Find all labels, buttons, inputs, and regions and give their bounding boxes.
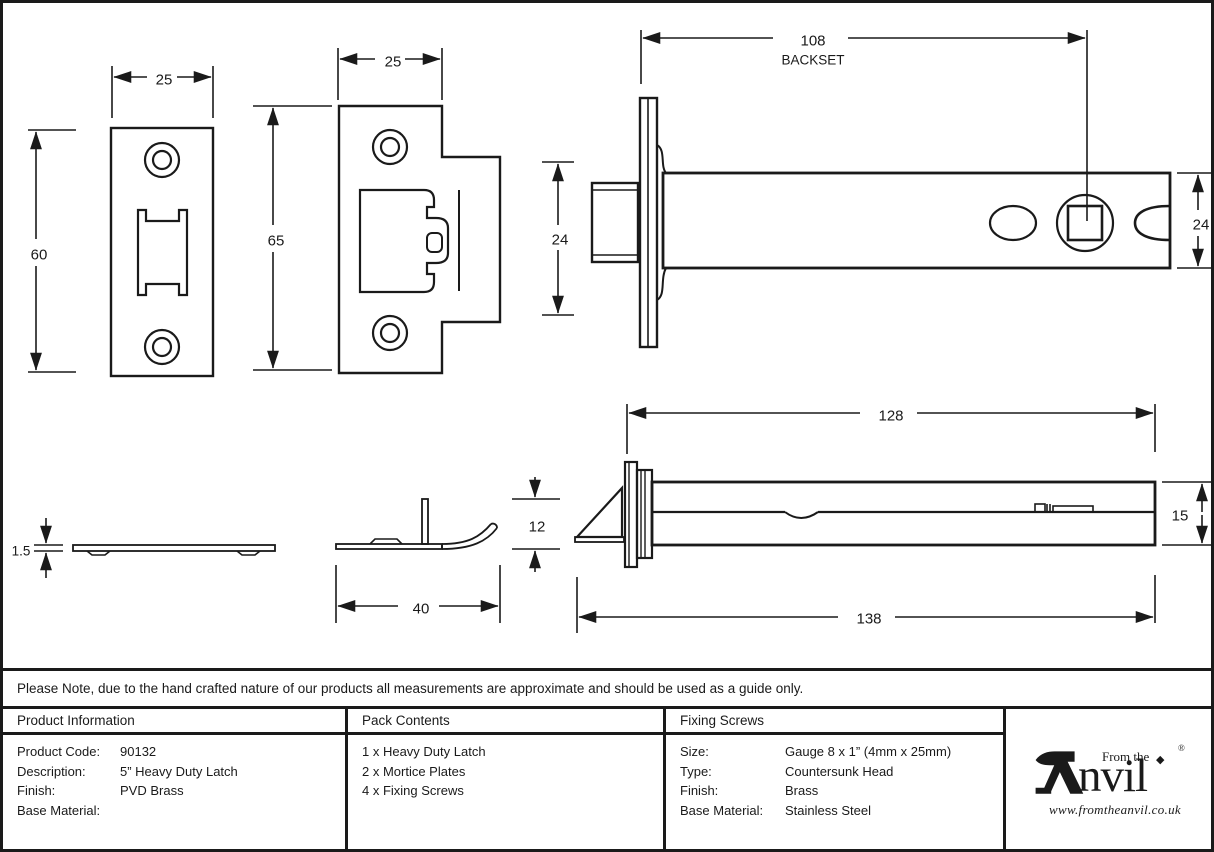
product-information-header: Product Information [3,709,345,735]
faceplate-front-view [109,126,215,378]
table-row: Finish: Brass [680,783,1003,803]
brand-logo-cell: From the ◆ ® nvil www.fromtheanvil.co.uk [1003,709,1211,849]
pack-contents-header: Pack Contents [348,709,666,735]
registered-trademark-symbol: ® [1178,743,1185,753]
row-label: Size: [680,744,709,759]
table-row: Finish: PVD Brass [17,783,345,803]
row-value: PVD Brass [120,783,184,798]
row-value: 90132 [120,744,157,759]
fixing-screws-column: Fixing Screws Size: Gauge 8 x 1” (4mm x … [663,709,1003,849]
row-label: Product Code: [17,744,101,759]
dim-case-width: 15 [1168,507,1192,525]
product-information-header-label: Product Information [17,713,135,728]
logo-brand-text: nvil [1078,750,1148,802]
table-row: Base Material: [17,803,345,823]
diamond-icon: ◆ [1156,754,1165,766]
dim-case-length: 128 [875,407,907,425]
dim-overall-length: 138 [853,610,885,628]
measurement-note-text: Please Note, due to the hand crafted nat… [17,681,804,696]
dim-plate-thickness: 1.5 [8,543,34,559]
dim-mortice-tab: 24 [548,231,572,249]
dimension-lines [28,30,1211,633]
from-the-anvil-logo: From the ◆ ® nvil www.fromtheanvil.co.uk [1006,709,1211,849]
pack-contents-column: Pack Contents 1 x Heavy Duty Latch 2 x M… [345,709,666,849]
row-label: Type: [680,763,712,779]
row-label: Finish: [17,783,56,798]
pack-item: 2 x Mortice Plates [362,763,466,779]
pack-item: 1 x Heavy Duty Latch [362,744,486,759]
pack-contents-header-label: Pack Contents [362,713,450,728]
row-label: Base Material: [17,802,101,818]
fixing-screws-header-label: Fixing Screws [680,713,765,728]
pack-item: 4 x Fixing Screws [362,783,464,798]
dim-backset-label: BACKSET [778,52,848,68]
row-label: Base Material: [680,802,764,818]
logo-prefix-text: From the [1102,749,1150,764]
row-label: Description: [17,763,86,779]
dim-tongue-length: 40 [409,600,433,618]
product-info-table: Product Information Product Code: 90132 … [3,709,1211,849]
row-label: Finish: [680,783,719,798]
table-row: Size: Gauge 8 x 1” (4mm x 25mm) [680,744,1003,764]
row-value: Gauge 8 x 1” (4mm x 25mm) [785,744,952,759]
dim-faceplate-height: 60 [27,246,51,264]
latch-technical-drawing [28,30,1211,633]
anvil-icon [1035,751,1084,794]
dim-faceplate-width: 25 [152,71,176,89]
latch-side-view [590,96,1172,349]
logo-website-text: www.fromtheanvil.co.uk [1049,802,1181,817]
table-row: Type: Countersunk Head [680,764,1003,784]
mortice-plate-front-view [337,104,502,375]
row-value: Brass [785,783,819,798]
mortice-plate-edge-view [335,498,498,550]
product-information-column: Product Information Product Code: 90132 … [3,709,345,849]
dim-mortice-width: 25 [381,53,405,71]
fixing-screws-header: Fixing Screws [666,709,1003,735]
row-value: Stainless Steel [785,802,871,818]
flat-plate-edge-view [72,544,276,556]
dim-backset-value: 108 [797,32,829,50]
row-value: 5” Heavy Duty Latch [120,763,238,779]
row-value: Countersunk Head [785,763,894,779]
table-row: Base Material: Stainless Steel [680,803,1003,823]
dim-mortice-height: 65 [264,232,288,250]
latch-top-view [574,460,1157,569]
dim-tongue-height: 12 [525,518,549,536]
measurement-note-row: Please Note, due to the hand crafted nat… [3,668,1211,709]
table-row: Product Code: 90132 [17,744,345,764]
dim-case-height: 24 [1189,216,1211,234]
table-row: Description: 5” Heavy Duty Latch [17,764,345,784]
